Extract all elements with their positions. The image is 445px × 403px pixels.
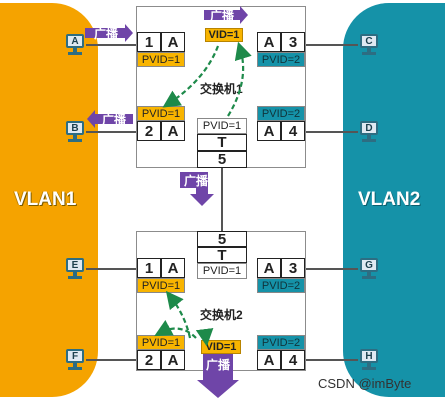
sw2-arrow-to-trunk-out: [195, 327, 214, 347]
sw1-port3-pvid: PVID=2: [257, 52, 305, 67]
sw2-port5-type: T: [197, 247, 247, 264]
sw1-port4-type: A: [257, 121, 281, 141]
bc-arrow-trunk: [180, 172, 214, 206]
link-c-sw1: [306, 44, 358, 46]
host-f-pc-icon: F: [64, 349, 86, 371]
link-e-sw2: [86, 268, 136, 270]
host-b-label: B: [66, 121, 84, 135]
host-a-pc-icon: A: [64, 34, 86, 56]
sw1-port5-pvid: PVID=1: [197, 118, 247, 134]
sw1-port1-pvid: PVID=1: [137, 52, 185, 67]
bc-arrow-a: [85, 24, 133, 42]
trunk-link: [221, 168, 223, 232]
sw1-port5-number: 5: [197, 151, 247, 168]
sw2-port4-number: 4: [281, 350, 305, 370]
vlan2-region: VLAN2: [343, 3, 445, 397]
host-h-label: H: [360, 349, 378, 363]
host-b-pc-icon: B: [64, 121, 86, 143]
host-e-pc-icon: E: [64, 258, 86, 280]
sw2-port1-number: 1: [137, 258, 161, 278]
host-a-label: A: [66, 34, 84, 48]
sw1-vid-tag: VID=1: [205, 28, 243, 42]
sw2-port1-pvid: PVID=1: [137, 278, 185, 293]
sw2-port4-pvid: PVID=2: [257, 335, 305, 350]
vlan2-label: VLAN2: [358, 189, 421, 210]
sw2-arrow-to-port2: [154, 319, 197, 339]
link-b-sw1: [86, 131, 136, 133]
broadcast-label-a: 广播: [93, 26, 118, 41]
broadcast-label-sw2: 广播: [205, 357, 230, 372]
sw1-port4-pvid: PVID=2: [257, 106, 305, 121]
host-c-pc-icon: C: [358, 34, 380, 56]
vlan1-region: VLAN1: [0, 3, 98, 397]
watermark: CSDN @imByte: [318, 376, 412, 391]
sw1-port1-type: A: [161, 32, 185, 52]
bc-arrow-sw1-top: [204, 6, 248, 24]
sw2-port1-type: A: [161, 258, 185, 278]
link-h-sw2: [306, 359, 358, 361]
host-f-label: F: [66, 349, 84, 363]
host-g-label: G: [360, 258, 378, 272]
broadcast-label-trunk: 广播: [183, 173, 208, 188]
sw1-port1-number: 1: [137, 32, 161, 52]
switch-1-name: 交换机1: [200, 82, 243, 96]
sw2-port3-type: A: [257, 258, 281, 278]
link-g-sw2: [306, 268, 358, 270]
link-a-sw1: [86, 44, 136, 46]
sw2-port3-number: 3: [281, 258, 305, 278]
broadcast-label-b: 广播: [101, 112, 126, 127]
sw1-port3-type: A: [257, 32, 281, 52]
broadcast-label-sw1: 广播: [209, 8, 234, 23]
sw1-port3-number: 3: [281, 32, 305, 52]
host-e-label: E: [66, 258, 84, 272]
sw2-port5-number: 5: [197, 231, 247, 248]
sw1-port2-number: 2: [137, 121, 161, 141]
host-h-pc-icon: H: [358, 349, 380, 371]
sw2-port4-type: A: [257, 350, 281, 370]
sw2-port5-pvid: PVID=1: [197, 263, 247, 279]
host-g-pc-icon: G: [358, 258, 380, 280]
host-c-label: C: [360, 34, 378, 48]
bc-arrow-b: [87, 110, 133, 128]
sw2-port2-number: 2: [137, 350, 161, 370]
link-d-sw1: [306, 131, 358, 133]
sw1-port5-type: T: [197, 134, 247, 151]
sw2-arrow-to-port1: [165, 290, 192, 339]
switch-2-name: 交换机2: [200, 308, 243, 322]
bc-arrow-sw2-bottom: [197, 354, 239, 398]
vlan1-label: VLAN1: [14, 189, 77, 210]
host-d-pc-icon: D: [358, 121, 380, 143]
sw2-port2-type: A: [161, 350, 185, 370]
sw1-arrow-to-port2: [162, 45, 220, 108]
link-f-sw2: [86, 359, 136, 361]
sw2-port3-pvid: PVID=2: [257, 278, 305, 293]
sw1-port4-number: 4: [281, 121, 305, 141]
sw1-arrow-from-trunk: [227, 41, 252, 117]
sw1-port2-type: A: [161, 121, 185, 141]
sw1-port2-pvid: PVID=1: [137, 106, 185, 121]
host-d-label: D: [360, 121, 378, 135]
